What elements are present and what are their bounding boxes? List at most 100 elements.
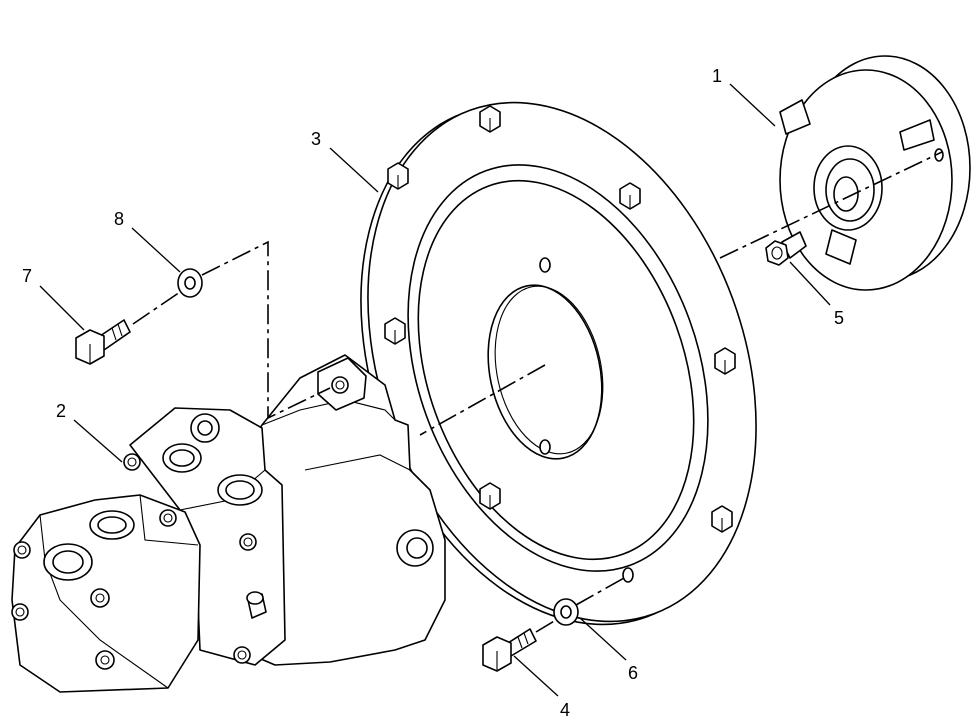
flange-hole-bottom <box>539 439 551 455</box>
pump-bolt <box>331 376 349 394</box>
callout-label: 7 <box>22 266 32 286</box>
flange-bolt-head <box>387 162 409 190</box>
callout-label: 5 <box>834 308 844 328</box>
pump-port-inner <box>197 420 213 436</box>
coupling-axis-line <box>719 151 943 259</box>
bolt-recess <box>17 545 27 555</box>
bolt-head <box>13 541 31 559</box>
shaft-end <box>406 537 428 559</box>
callout-leader <box>131 227 181 273</box>
coupling <box>779 55 971 291</box>
flange-mount-bolt <box>482 628 537 672</box>
flange-bolt-head <box>714 347 736 375</box>
bolt-recess <box>95 593 105 603</box>
bolt-recess <box>15 607 25 617</box>
bolt-recess <box>100 655 110 665</box>
pump-bolt <box>90 588 110 608</box>
flange-bolt-head <box>479 105 501 133</box>
flange-to-pump-axis-line <box>419 364 546 436</box>
washer-to-flange-hole-line <box>575 577 625 606</box>
flange-plate <box>360 101 757 626</box>
bolt-head <box>11 603 29 621</box>
flange-center-hole <box>487 284 603 460</box>
bolt-head <box>159 509 177 527</box>
bolt-thread <box>111 327 117 341</box>
callout-label: 1 <box>712 66 722 86</box>
flange-bolt-head <box>619 182 641 210</box>
bolt-thread <box>117 323 123 337</box>
callout-label: 3 <box>311 129 321 149</box>
bolt-head-recess <box>771 246 783 260</box>
stud-end <box>246 591 264 605</box>
callout-leader <box>579 617 627 661</box>
pump-port-inner <box>52 550 84 574</box>
callout-label: 6 <box>628 663 638 683</box>
flange-mount-washer <box>553 598 579 626</box>
callout-leader <box>73 419 123 463</box>
flange-bolt-head <box>384 317 406 345</box>
pump-bolt <box>13 541 31 559</box>
callout-1: 1 <box>712 66 776 127</box>
coupling-notch-upper <box>779 99 811 135</box>
flange-bolt-head <box>711 505 733 533</box>
pump-mount-bolt <box>75 319 131 365</box>
coupling-notch-lower <box>825 229 857 265</box>
pump-front-cover-edge <box>139 494 199 546</box>
bolt-head <box>239 533 257 551</box>
hydraulic-pump <box>11 354 446 693</box>
pump-bolt <box>233 646 251 664</box>
callout-8: 8 <box>114 209 181 273</box>
flange-bolt-head <box>479 482 501 510</box>
coupling-hub-bore <box>833 176 859 212</box>
pump-shaft <box>396 529 434 567</box>
callout-leader <box>39 285 85 331</box>
pump-bolt <box>11 603 29 621</box>
pump-rear-housing-edge <box>304 454 411 471</box>
callout-6: 6 <box>579 617 638 683</box>
callout-4: 4 <box>513 655 570 720</box>
pump-bolt <box>239 533 257 551</box>
bolt-recess <box>237 650 247 660</box>
pump-bolt <box>159 509 177 527</box>
callout-2: 2 <box>56 401 123 463</box>
pump-bolt <box>123 453 141 471</box>
bolt-head-hex <box>765 240 789 266</box>
coupling-bolt <box>765 231 807 266</box>
bolt-recess <box>127 457 137 467</box>
flange-ring-inner <box>417 179 695 561</box>
callout-label: 8 <box>114 209 124 229</box>
assembly-center-lines <box>132 151 943 633</box>
bolt-head <box>331 376 349 394</box>
washer-inner <box>184 276 196 290</box>
bolt-shank <box>507 628 537 657</box>
callout-7: 7 <box>22 266 85 331</box>
pump-stud <box>246 591 267 619</box>
bolt-recess <box>163 513 173 523</box>
callout-label: 2 <box>56 401 66 421</box>
bolt-head <box>123 453 141 471</box>
callout-5: 5 <box>789 261 844 328</box>
bolt-head <box>233 646 251 664</box>
washer-to-pump-path-line <box>201 240 331 420</box>
pump-mount-washer <box>177 268 203 298</box>
pump-port-inner <box>225 480 255 500</box>
bolt-recess <box>335 380 345 390</box>
bolt-to-washer-line <box>535 619 557 633</box>
washer-inner <box>560 605 572 619</box>
coupling-slot-right <box>899 119 935 151</box>
pump-bolt <box>95 650 115 670</box>
callout-leader <box>329 147 379 193</box>
flange-ring-outer <box>407 164 709 572</box>
flange-hole-lower-rim <box>622 567 634 583</box>
bolt-thread <box>523 632 529 645</box>
pump-port-inner <box>97 516 127 534</box>
callout-leader <box>729 83 776 127</box>
pump-front-cover-edge <box>39 514 169 689</box>
bolt-thread <box>517 636 523 649</box>
bolt-head <box>95 650 115 670</box>
bolt-head <box>90 588 110 608</box>
pump-port-inner <box>169 449 195 467</box>
callout-leader <box>513 655 559 697</box>
callout-label: 4 <box>560 700 570 720</box>
